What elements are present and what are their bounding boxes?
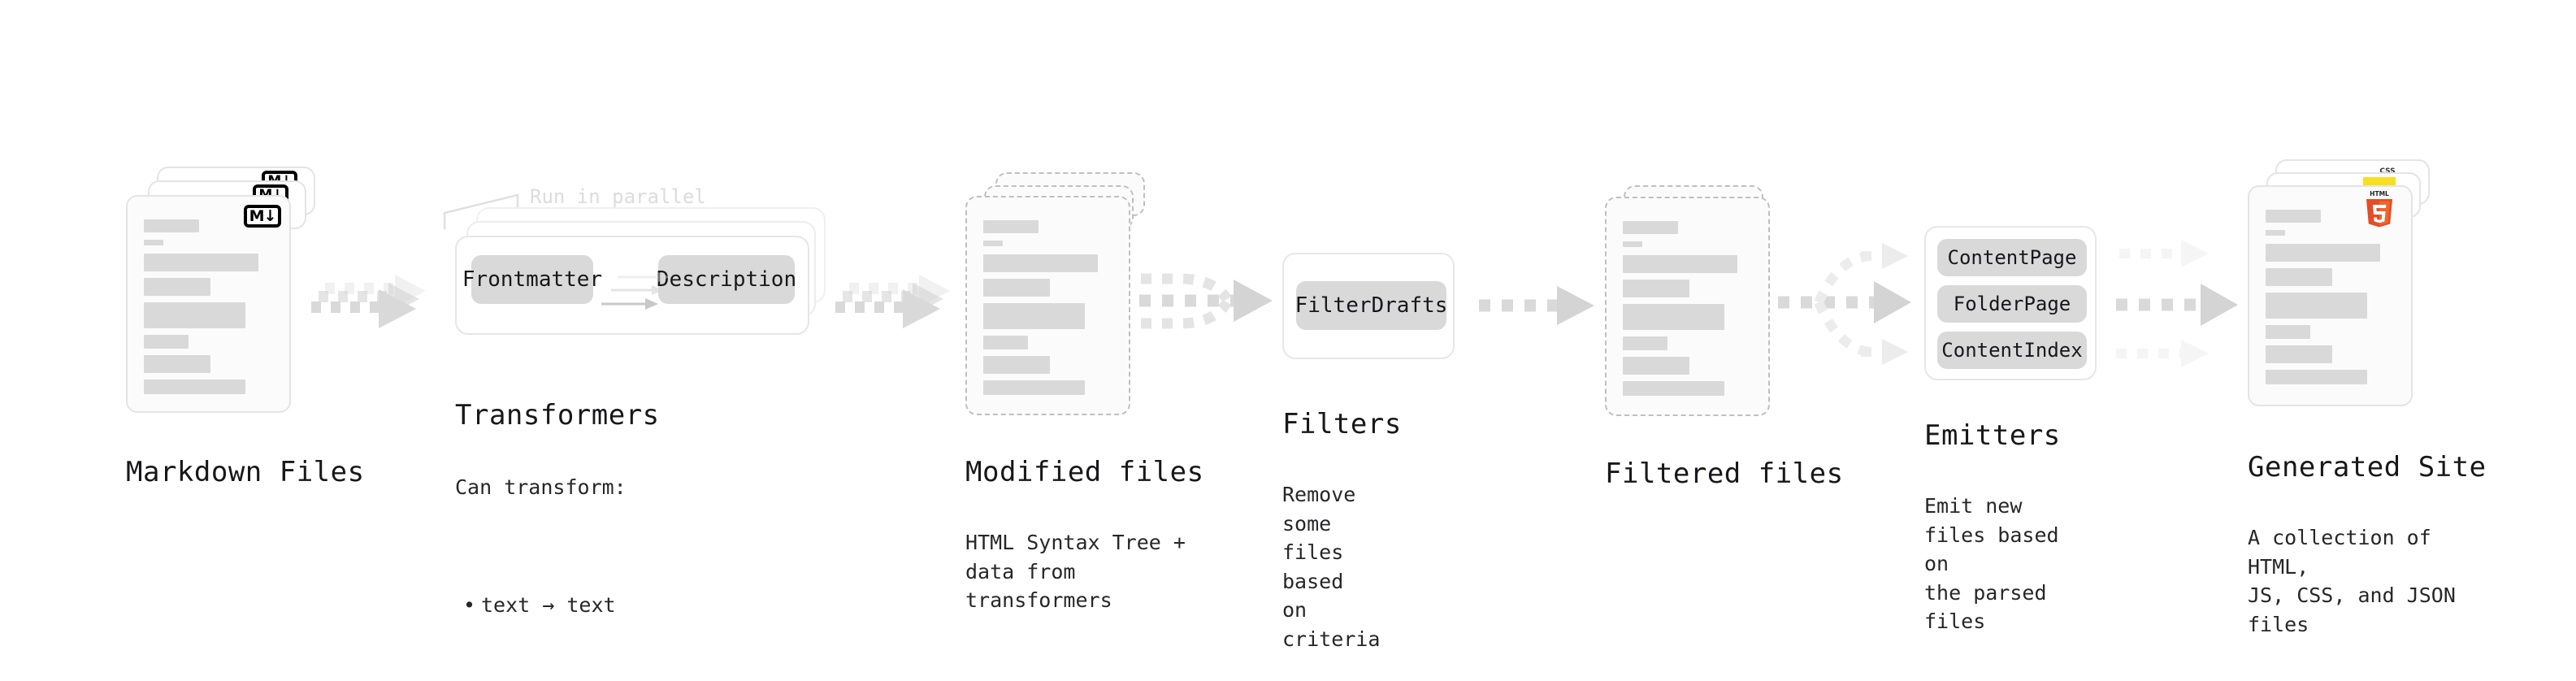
css-badge-text: CSS [2379, 167, 2395, 176]
transformers-subtitle-lead: Can transform: [455, 475, 627, 500]
filters-title: Filters [1282, 408, 1402, 440]
run-in-parallel-label: Run in parallel [530, 185, 706, 208]
placeholder-bar [983, 303, 1085, 329]
html5-badge-icon: HTML [2366, 190, 2392, 228]
site-title: Generated Site [2248, 451, 2487, 484]
modified-title: Modified files [965, 456, 1204, 488]
placeholder-bar [2266, 345, 2332, 363]
markdown-card-front [126, 195, 291, 413]
markdown-badge: M↓ [244, 205, 281, 228]
placeholder-bar [2266, 268, 2332, 286]
placeholder-bar [2266, 244, 2380, 262]
placeholder-bar [983, 336, 1028, 349]
placeholder-bar [144, 219, 199, 232]
placeholder-bar [144, 335, 189, 349]
placeholder-bar [144, 355, 210, 373]
transformer-pill-description[interactable]: Description [657, 255, 796, 304]
placeholder-bar [1623, 336, 1667, 350]
placeholder-bar [144, 380, 245, 394]
placeholder-bar [983, 279, 1050, 297]
placeholder-bar [1623, 221, 1678, 234]
transformer-pill-frontmatter[interactable]: Frontmatter [462, 255, 602, 304]
placeholder-bar [983, 241, 1003, 246]
modified-card-front [965, 196, 1130, 415]
placeholder-bar [2266, 230, 2285, 236]
placeholder-bar [1623, 255, 1737, 273]
placeholder-bar [983, 220, 1039, 233]
placeholder-bar [1623, 241, 1642, 247]
filters-subtitle: Remove some files based on criteria [1282, 483, 1381, 651]
placeholder-bar [1623, 381, 1724, 396]
modified-subtitle: HTML Syntax Tree + data from transformer… [965, 531, 1186, 613]
emitters-title: Emitters [1924, 419, 2061, 452]
placeholder-bar [144, 254, 258, 271]
filtered-caption: Filtered files [1605, 428, 1844, 520]
emitters-group: ContentPage FolderPage ContentIndex [1924, 226, 2097, 380]
site-subtitle: A collection of HTML, JS, CSS, and JSON … [2248, 526, 2456, 636]
emitters-subtitle: Emit new files based on the parsed files [1924, 494, 2059, 634]
filtered-card-front [1605, 197, 1770, 416]
filter-pill-filterdrafts[interactable]: FilterDrafts [1295, 281, 1447, 330]
placeholder-bar [1623, 304, 1724, 330]
transformers-caption: Transformers Can transform: text → text … [455, 370, 713, 681]
filtered-title: Filtered files [1605, 458, 1844, 490]
transformer-group-front: Frontmatter Description [455, 236, 809, 335]
placeholder-bar [144, 240, 163, 245]
html5-wordmark: HTML [2370, 190, 2389, 197]
emitter-pill-contentindex[interactable]: ContentIndex [1937, 332, 2087, 369]
placeholder-bar [2266, 325, 2310, 339]
transformers-list-item: markdown → markdown [455, 677, 713, 681]
emitter-pill-contentpage[interactable]: ContentPage [1937, 239, 2087, 276]
placeholder-bar [2266, 370, 2367, 384]
html5-badge: HTML [2363, 189, 2396, 231]
markdown-caption: Markdown Files [126, 427, 365, 518]
placeholder-bar [1623, 357, 1689, 375]
placeholder-bar [983, 380, 1085, 395]
filters-caption: Filters Remove some files based on crite… [1282, 379, 1402, 681]
placeholder-bar [1623, 280, 1689, 297]
markdown-title: Markdown Files [126, 456, 365, 488]
emitters-caption: Emitters Emit new files based on the par… [1924, 390, 2061, 667]
emitter-pill-folderpage[interactable]: FolderPage [1937, 285, 2087, 323]
site-caption: Generated Site A collection of HTML, JS,… [2248, 422, 2487, 670]
filters-group: FilterDrafts [1282, 253, 1455, 359]
markdown-badge-glyph: M↓ [244, 205, 281, 228]
placeholder-bar [2266, 293, 2367, 319]
placeholder-bar [144, 278, 210, 296]
placeholder-bar [144, 302, 245, 328]
transformers-title: Transformers [455, 399, 660, 432]
modified-caption: Modified files HTML Syntax Tree + data f… [965, 427, 1204, 646]
placeholder-bar [983, 356, 1050, 374]
placeholder-bar [2266, 210, 2321, 223]
placeholder-bar [983, 254, 1098, 272]
transformers-list: text → text markdown → markdown html → h… [455, 533, 713, 681]
transformers-list-item: text → text [455, 591, 713, 620]
